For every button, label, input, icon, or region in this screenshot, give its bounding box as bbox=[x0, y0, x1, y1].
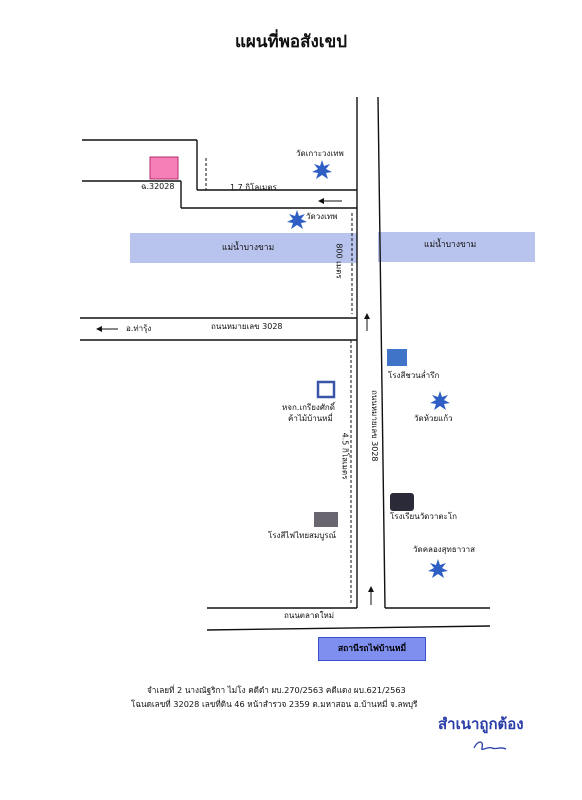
river-right-label: แม่น้ำบางขาม bbox=[424, 240, 477, 250]
to-tharung-label: อ.ท่ารุ้ง bbox=[126, 324, 152, 333]
temple-khlong-label: วัดคลองสุทธาวาส bbox=[413, 545, 476, 554]
river-band-left bbox=[130, 233, 357, 263]
partnership-label-1: หจก.เกรียงศักดิ์ bbox=[282, 403, 335, 412]
market-road-lower bbox=[206, 625, 491, 631]
thaisompoon-label: โรงสีไฟไทยสมบูรณ์ bbox=[268, 531, 337, 540]
road-3028-label: ถนนหมายเลข 3028 bbox=[211, 322, 283, 331]
partnership-label-2: ค้าไม้บ้านหมี่ bbox=[288, 414, 333, 423]
thaisompoon-marker bbox=[314, 512, 338, 527]
arrow-up-lower bbox=[368, 586, 374, 592]
railway-station-box: สถานีรถไฟบ้านหมี่ bbox=[318, 637, 426, 661]
rice-mill-marker bbox=[387, 349, 407, 366]
page-title: แผนที่พอสังเขป bbox=[234, 32, 348, 52]
temple-top-star bbox=[312, 160, 332, 179]
temple-vongthep-star bbox=[287, 210, 307, 229]
school-marker bbox=[390, 493, 414, 511]
market-road-label: ถนนตลาดใหม่ bbox=[284, 611, 335, 620]
road-vertical-label: ถนนหมายเลข 3028 bbox=[370, 390, 379, 462]
temple-top-label: วัดเกาะวงเทพ bbox=[296, 149, 344, 158]
distance-800-label: 800 เมตร bbox=[334, 243, 344, 279]
footer-line-1: จำเลยที่ 2 นางณัฐริกา ไม่โง คดีดำ ผบ.270… bbox=[147, 685, 406, 695]
footer-line-2: โฉนดเลขที่ 32028 เลขที่ดิน 46 หน้าสำรวจ … bbox=[131, 699, 418, 709]
river-band-right bbox=[378, 232, 535, 262]
signature-mark bbox=[473, 741, 507, 751]
rice-mill-label: โรงสีชวนล่ำรึก bbox=[388, 371, 440, 380]
school-label: โรงเรียนวัดวาตะโก bbox=[390, 512, 457, 521]
temple-huaikaeo-label: วัดห้วยแก้ว bbox=[414, 414, 453, 423]
arrow-up-upper bbox=[364, 313, 370, 319]
parcel-label: ฉ.32028 bbox=[141, 182, 175, 191]
temple-vongthep-label: วัดวงเทพ bbox=[306, 212, 338, 221]
certified-stamp: สำเนาถูกต้อง bbox=[438, 715, 524, 733]
river-left-label: แม่น้ำบางขาม bbox=[222, 243, 275, 253]
distance-top-label: 1.7 กิโลเมตร bbox=[230, 183, 277, 192]
main-road-right-edge bbox=[377, 96, 386, 609]
parcel-marker bbox=[149, 156, 179, 180]
distance-4-5-label: 4.5 กิโลเมตร bbox=[340, 432, 350, 480]
temple-huaikaeo-star bbox=[430, 391, 450, 410]
partnership-marker bbox=[316, 380, 336, 399]
temple-khlong-star bbox=[428, 559, 448, 578]
